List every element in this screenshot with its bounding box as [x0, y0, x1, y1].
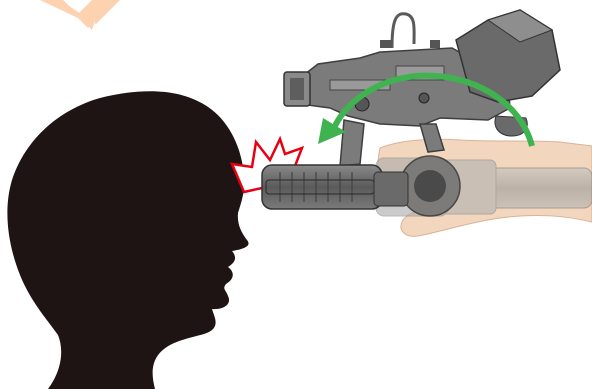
handle-grip-icon	[261, 164, 409, 210]
camera-icon	[283, 9, 561, 167]
child-head-silhouette-icon	[7, 91, 249, 389]
rotation-arrow-icon	[318, 72, 535, 147]
warning-mark-icon	[38, 0, 120, 30]
rotation-joint-icon	[399, 155, 461, 217]
